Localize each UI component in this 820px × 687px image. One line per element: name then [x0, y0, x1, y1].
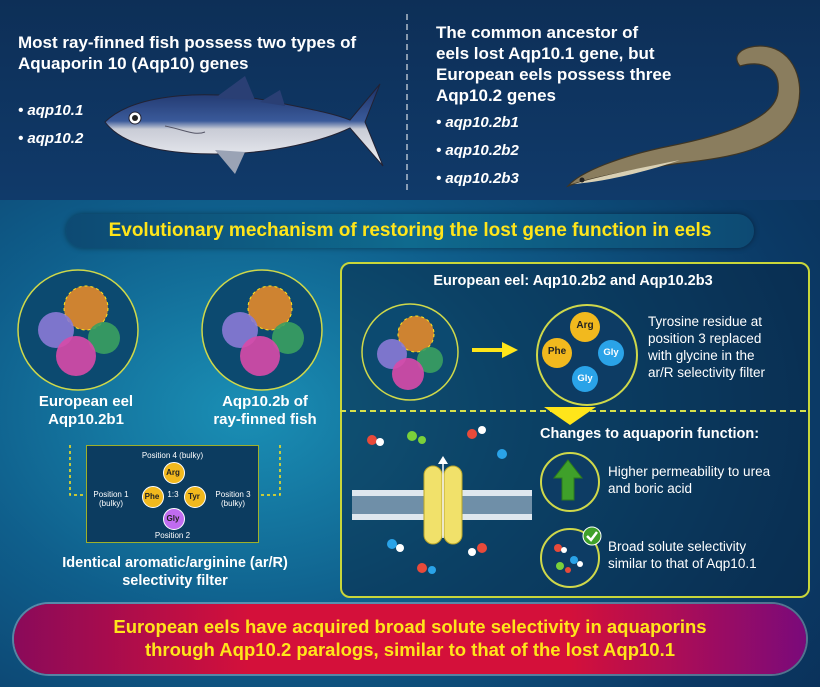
gene-name: aqp10.2b3: [445, 170, 519, 187]
fish-heading-line: Most ray-finned fish possess two types o…: [18, 33, 357, 52]
change-line: similar to that of Aqp10.1: [608, 556, 757, 571]
change-line: and boric acid: [608, 481, 693, 496]
membrane-channel-icon: [352, 426, 532, 574]
gly-label: Gly: [577, 373, 593, 384]
eel-gene-item: • aqp10.2b3: [436, 170, 519, 187]
phe-label: Phe: [144, 492, 160, 501]
permeability-circle: [540, 452, 600, 512]
label-line: Aqp10.2b1: [48, 411, 124, 428]
center-num: 3: [174, 490, 179, 499]
protein-structure-fish-icon: [201, 269, 323, 391]
conclusion-text: European eels have acquired broad solute…: [14, 604, 806, 661]
arg-residue: [163, 462, 185, 484]
eel-aqp-label: European eel Aqp10.2b1: [16, 393, 156, 429]
fish-heading: Most ray-finned fish possess two types o…: [18, 32, 356, 74]
protein-structure-eel-icon: [17, 269, 139, 391]
check-icon: [582, 526, 602, 546]
panel-title: European eel: Aqp10.2b2 and Aqp10.2b3: [433, 273, 713, 289]
arg-label: Arg: [166, 468, 180, 477]
caption-line: Identical aromatic/arginine (ar/R): [62, 555, 288, 571]
selectivity-filter-diagram: Position 4 (bulky) Position 1 (bulky) Po…: [86, 445, 259, 543]
eel-heading-line: eels lost Aqp10.1 gene, but: [436, 44, 655, 63]
selectivity-circle: [540, 528, 600, 588]
gly-label: Gly: [166, 514, 180, 523]
filter-center-label: 1:3: [167, 490, 179, 499]
molecules-icon: [554, 544, 583, 573]
banner-text: Evolutionary mechanism of restoring the …: [108, 220, 712, 241]
down-arrow-icon: [544, 407, 596, 425]
change-2-text: Broad solute selectivity similar to that…: [608, 538, 803, 572]
label-line: Position 3: [215, 490, 251, 499]
eel-heading: The common ancestor of eels lost Aqp10.1…: [436, 22, 671, 106]
phe-label: Phe: [547, 346, 567, 357]
top-section: [0, 0, 820, 200]
tyrosine-note: Tyrosine residue at position 3 replaced …: [648, 313, 803, 381]
gly-residue: [572, 366, 598, 392]
note-line: Tyrosine residue at: [648, 314, 763, 329]
label-line: Position 1: [93, 490, 129, 499]
note-line: position 3 replaced: [648, 331, 762, 346]
changes-heading: Changes to aquaporin function:: [540, 426, 760, 442]
phe-residue: [542, 338, 572, 368]
conclusion-banner: European eels have acquired broad solute…: [14, 604, 806, 674]
fish-heading-line: Aquaporin 10 (Aqp10) genes: [18, 54, 249, 73]
gly-label: Gly: [603, 347, 619, 358]
caption-line: selectivity filter: [122, 573, 228, 589]
gene-name: aqp10.2b2: [445, 142, 519, 159]
position-4-label: Position 4 (bulky): [141, 451, 204, 460]
eel-heading-line: European eels possess three: [436, 65, 672, 84]
note-line: ar/R selectivity filter: [648, 365, 766, 380]
label-line: European eel: [38, 393, 134, 410]
conclusion-line: European eels have acquired broad solute…: [113, 616, 707, 637]
arg-label: Arg: [576, 320, 594, 331]
position-1-label: Position 1 (bulky): [89, 490, 133, 508]
section-banner: Evolutionary mechanism of restoring the …: [66, 214, 754, 248]
tuna-fish-icon: [104, 76, 384, 174]
up-arrow-icon: [552, 459, 584, 501]
top-divider: [406, 14, 408, 190]
gly-residue: [163, 508, 185, 530]
eel-icon: [566, 45, 801, 188]
label-line: Aqp10.2b of: [222, 393, 308, 410]
gene-name: aqp10.2b1: [445, 114, 519, 131]
label-line: (bulky): [98, 499, 123, 508]
gene-name: aqp10.1: [27, 102, 84, 119]
change-1-text: Higher permeability to urea and boric ac…: [608, 463, 803, 497]
fish-gene-item: • aqp10.2: [18, 130, 84, 147]
conclusion-line: through Aqp10.2 paralogs, similar to tha…: [144, 639, 676, 660]
eel-heading-line: Aqp10.2 genes: [436, 86, 556, 105]
note-line: with glycine in the: [648, 348, 755, 363]
change-line: Higher permeability to urea: [608, 464, 771, 479]
arg-residue: [570, 312, 600, 342]
eel-gene-item: • aqp10.2b1: [436, 114, 519, 131]
tyr-label: Tyr: [188, 492, 200, 501]
center-num: 1: [167, 490, 172, 499]
right-arrow-icon: [472, 342, 518, 358]
filter-caption: Identical aromatic/arginine (ar/R) selec…: [30, 554, 320, 590]
fish-gene-item: • aqp10.1: [18, 102, 84, 119]
protein-structure-paralog-icon: [361, 303, 459, 401]
position-2-label: Position 2: [154, 531, 191, 540]
eel-heading-line: The common ancestor of: [436, 23, 639, 42]
tyr-residue: [184, 486, 206, 508]
label-line: ray-finned fish: [213, 411, 317, 428]
label-line: (bulky): [220, 499, 245, 508]
phe-residue: [142, 486, 164, 508]
eel-gene-item: • aqp10.2b2: [436, 142, 519, 159]
change-line: Broad solute selectivity: [608, 539, 747, 554]
fish-aqp-label: Aqp10.2b of ray-finned fish: [190, 393, 340, 429]
position-3-label: Position 3 (bulky): [211, 490, 255, 508]
connector-arrows: [69, 445, 281, 496]
gene-name: aqp10.2: [27, 130, 84, 147]
gly-residue: [598, 340, 624, 366]
